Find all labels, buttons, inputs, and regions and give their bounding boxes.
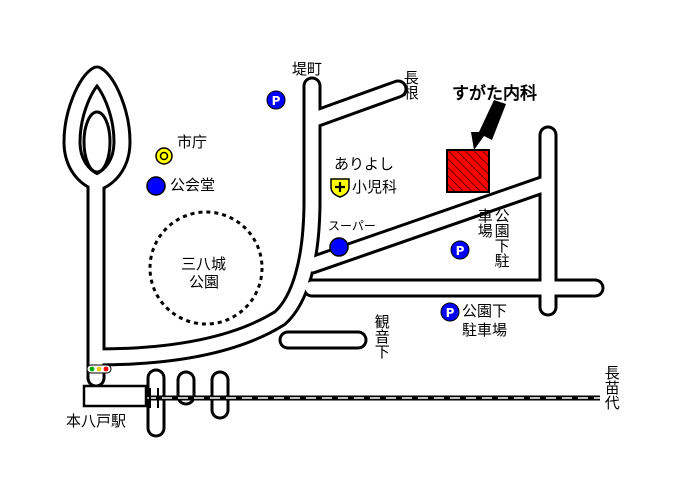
clinic-building bbox=[446, 149, 490, 193]
label-pediatrics: 小児科 bbox=[352, 178, 398, 196]
label-park-parking-2: 駐車場 bbox=[462, 321, 508, 339]
svg-text:P: P bbox=[272, 94, 281, 108]
parking-icon: P bbox=[266, 90, 286, 110]
arrow-pointer-icon bbox=[471, 100, 506, 150]
label-city-hall: 市庁 bbox=[177, 133, 208, 151]
label-public-hall: 公会堂 bbox=[170, 176, 216, 194]
label-naeshiro: 長苗代 bbox=[602, 365, 621, 410]
road-network bbox=[62, 65, 605, 438]
label-park-parking: 公園下 bbox=[462, 302, 508, 320]
supermarket-icon bbox=[329, 237, 349, 257]
label-nagane: 長根 bbox=[401, 70, 420, 100]
park-boundary bbox=[148, 210, 264, 326]
label-supermarket: スーパー bbox=[328, 219, 376, 233]
label-sanpachijo: 三八城 bbox=[181, 255, 227, 273]
label-sanpachijo-park: 公園 bbox=[189, 273, 220, 291]
label-tsutsumicho: 堤町 bbox=[292, 60, 323, 78]
label-station: 本八戸駅 bbox=[66, 412, 127, 430]
parking-icon: P bbox=[440, 302, 460, 322]
label-ariyoshi: ありよし bbox=[334, 155, 395, 173]
label-park-parking-vertical: 公園下駐車場 bbox=[475, 208, 511, 268]
pediatric-clinic-icon bbox=[330, 178, 350, 198]
public-hall-icon bbox=[146, 176, 166, 196]
parking-icon: P bbox=[450, 240, 470, 260]
traffic-signal bbox=[86, 364, 112, 374]
svg-text:P: P bbox=[446, 306, 455, 320]
station-platform bbox=[82, 384, 148, 408]
label-clinic: すがた内科 bbox=[452, 84, 537, 104]
svg-text:P: P bbox=[456, 244, 465, 258]
city-hall-icon bbox=[155, 147, 173, 165]
railway bbox=[82, 384, 600, 408]
label-kannonshita: 観音下 bbox=[372, 314, 391, 359]
